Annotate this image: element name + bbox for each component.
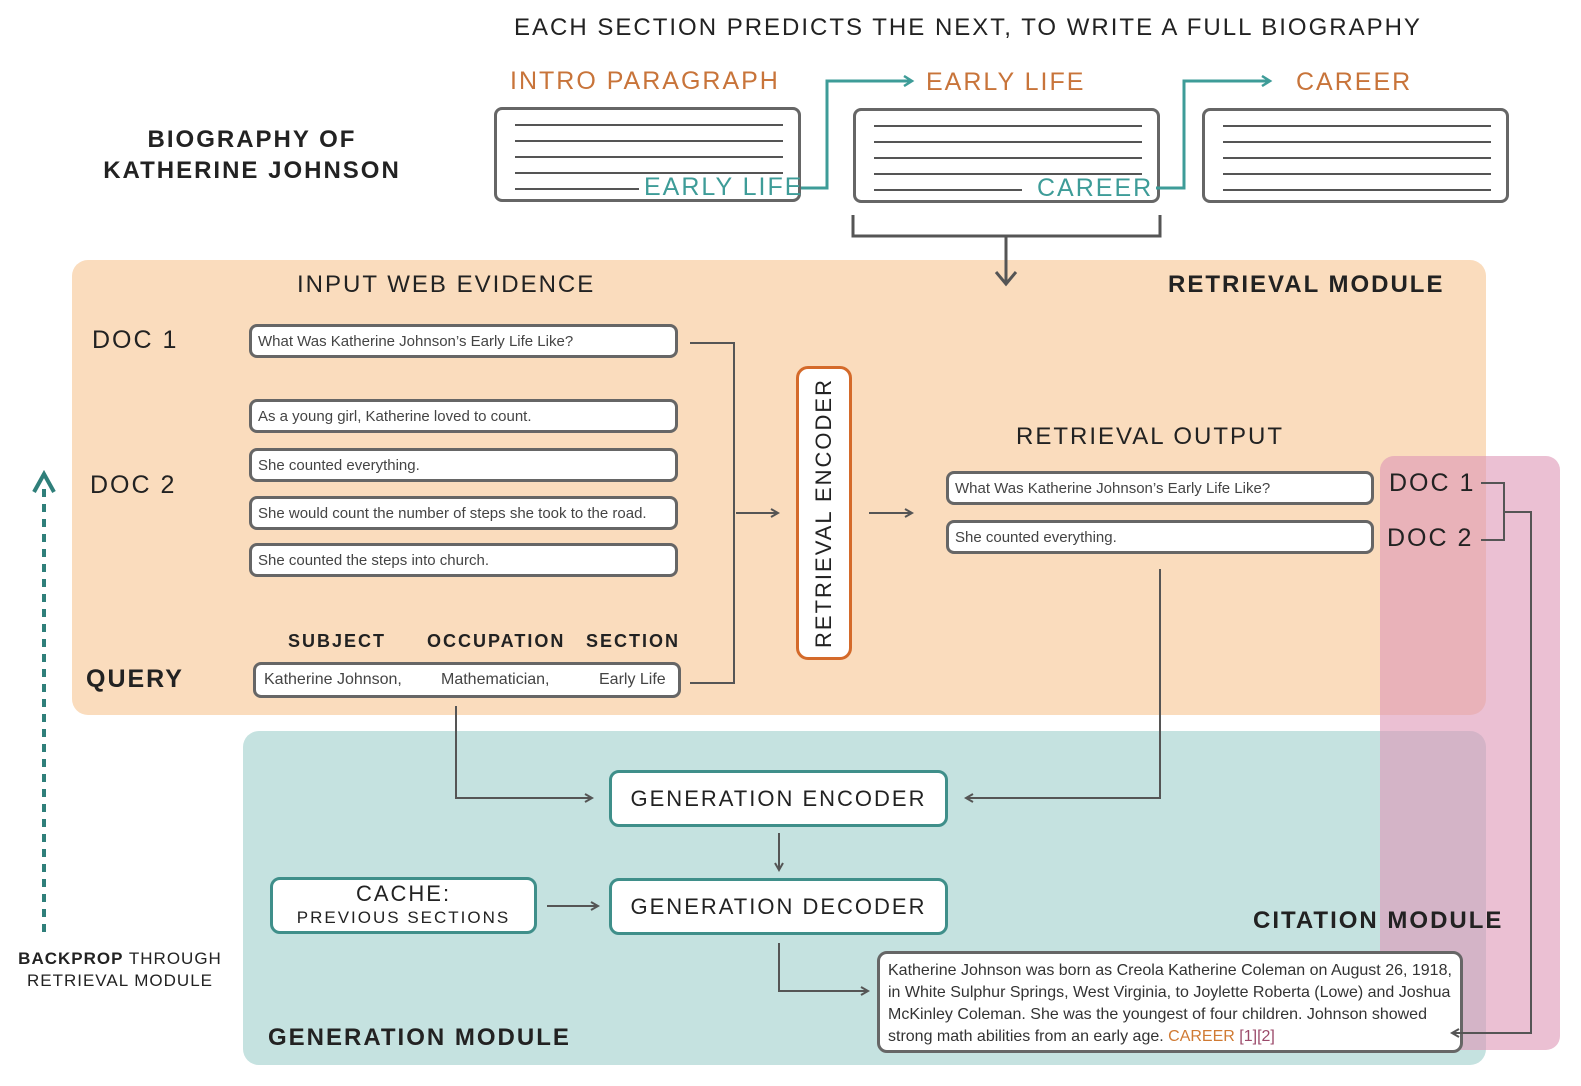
- early-life-to-career-arrow: [1156, 81, 1270, 190]
- backprop-line2: RETRIEVAL MODULE: [26, 971, 214, 990]
- decoder-to-paragraph-arrow: [778, 943, 868, 991]
- backprop-arrow-head: [32, 469, 56, 493]
- doc2-label: DOC 2: [90, 471, 177, 499]
- generated-citations: [1][2]: [1239, 1028, 1275, 1045]
- cache-box: CACHE: PREVIOUS SECTIONS: [270, 877, 537, 934]
- query-label: QUERY: [86, 665, 184, 693]
- early-life-next-section-label: CAREER: [1037, 174, 1154, 202]
- citation-module-label: CITATION MODULE: [1253, 907, 1504, 934]
- query-section-header: SECTION: [586, 631, 681, 651]
- retrieval-output-doc2-label: DOC 2: [1387, 524, 1474, 552]
- section-label-career: CAREER: [1296, 68, 1413, 96]
- section-label-intro: INTRO PARAGRAPH: [510, 67, 780, 95]
- retrieval-encoder-box: [796, 366, 852, 660]
- backprop-rest: THROUGH: [123, 949, 222, 968]
- doc1-label: DOC 1: [92, 326, 179, 354]
- intro-next-section-label: EARLY LIFE: [644, 173, 804, 201]
- generated-next-section: CAREER: [1168, 1028, 1235, 1045]
- early-life-section-doc: [853, 108, 1160, 203]
- section-label-early-life: EARLY LIFE: [926, 68, 1086, 96]
- citation-bracket: [1452, 482, 1532, 1033]
- generation-encoder-box: GENERATION ENCODER: [609, 770, 948, 827]
- biography-title-line2: KATHERINE JOHNSON: [103, 157, 401, 184]
- backprop-bold: BACKPROP: [18, 949, 124, 968]
- intro-to-early-life-arrow: [801, 81, 912, 190]
- input-collector-line: [690, 342, 735, 684]
- generation-module-label: GENERATION MODULE: [268, 1024, 571, 1051]
- doc2-line-4: She counted the steps into church.: [249, 543, 678, 577]
- biography-title-line1: BIOGRAPHY OF: [147, 126, 357, 153]
- query-box: Katherine Johnson, Mathematician, Early …: [253, 662, 681, 698]
- generated-paragraph-text: Katherine Johnson was born as Creola Kat…: [888, 962, 1452, 1045]
- intro-section-doc: [494, 107, 801, 202]
- early-life-bracket: [851, 215, 1162, 282]
- doc2-line-1: As a young girl, Katherine loved to coun…: [249, 399, 678, 433]
- input-web-evidence-heading: INPUT WEB EVIDENCE: [297, 271, 596, 298]
- query-section: Early Life: [599, 671, 666, 688]
- biography-title: BIOGRAPHY OF KATHERINE JOHNSON: [92, 124, 412, 186]
- cache-subtitle: PREVIOUS SECTIONS: [296, 907, 511, 927]
- query-occupation: Mathematician,: [441, 671, 550, 688]
- backprop-label: BACKPROP THROUGH RETRIEVAL MODULE: [10, 948, 230, 992]
- query-subject-header: SUBJECT: [288, 631, 387, 651]
- query-occupation-header: OCCUPATION: [427, 631, 566, 651]
- generation-decoder-box: GENERATION DECODER: [609, 878, 948, 935]
- retrieval-output-line-2: She counted everything.: [946, 520, 1374, 554]
- doc1-text-box: What Was Katherine Johnson’s Early Life …: [249, 324, 678, 358]
- bracket-arrow-head: [994, 271, 1018, 287]
- output-to-gen-encoder-arrow: [966, 569, 1161, 798]
- retrieval-output-doc1-label: DOC 1: [1389, 469, 1476, 497]
- retrieval-output-line-1: What Was Katherine Johnson’s Early Life …: [946, 471, 1374, 505]
- retrieval-module-label: RETRIEVAL MODULE: [1168, 271, 1445, 298]
- diagram-title: EACH SECTION PREDICTS THE NEXT, TO WRITE…: [514, 14, 1422, 41]
- query-subject: Katherine Johnson,: [264, 671, 402, 688]
- generated-paragraph-box: Katherine Johnson was born as Creola Kat…: [877, 951, 1463, 1053]
- doc2-line-2: She counted everything.: [249, 448, 678, 482]
- cache-title: CACHE:: [355, 880, 452, 906]
- retrieval-output-heading: RETRIEVAL OUTPUT: [1016, 423, 1285, 450]
- doc2-line-3: She would count the number of steps she …: [249, 496, 678, 530]
- career-section-doc: [1202, 108, 1509, 203]
- query-to-gen-encoder-arrow: [455, 706, 592, 798]
